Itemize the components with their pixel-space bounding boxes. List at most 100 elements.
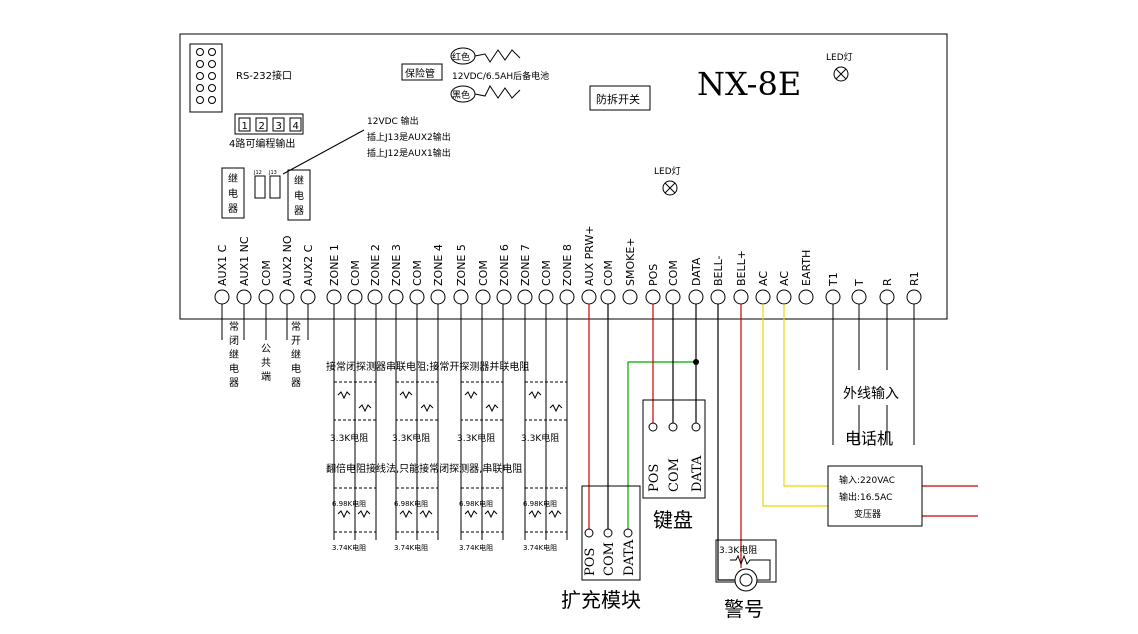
relay-note-char: 电 [291, 362, 301, 375]
phone-label: 电话机 [845, 429, 893, 448]
fuse-box [401, 63, 443, 81]
terminal-label: AUX PRW+ [583, 225, 596, 286]
zone-res-374k-label: 3.74K电阻 [332, 543, 366, 552]
terminal-screw[interactable] [581, 289, 597, 305]
terminal-screw[interactable] [710, 289, 726, 305]
led-top-icon [833, 66, 849, 82]
siren-resistor [730, 554, 771, 581]
keypad-pin-label: POS [647, 464, 662, 492]
relay-char: 器 [294, 205, 304, 217]
expansion-pin [603, 528, 613, 538]
relay-note-char: 公 [261, 344, 271, 355]
terminal-screw[interactable] [300, 289, 316, 305]
prog-output-number: 1 [242, 121, 248, 132]
resistor-symbol [420, 404, 434, 413]
wiring [588, 304, 978, 581]
led-top-label: LED灯 [826, 52, 853, 63]
note-line-1: 12VDC 输出 [367, 115, 419, 127]
terminal-screw[interactable] [475, 289, 491, 305]
siren-res-label: 3.3K电阻 [719, 544, 757, 556]
terminal-label: ZONE 7 [519, 244, 532, 286]
terminal-screw[interactable] [622, 289, 638, 305]
terminal-screw[interactable] [538, 289, 554, 305]
expansion-label: 扩充模块 [561, 588, 641, 612]
terminal-screw[interactable] [906, 289, 922, 305]
terminal-screw[interactable] [347, 289, 363, 305]
terminal-screw[interactable] [214, 289, 230, 305]
terminal-screw[interactable] [825, 289, 841, 305]
resistor-symbol [549, 404, 563, 413]
zone-res-698k-label: 6.98K电阻 [332, 499, 366, 508]
zone-res-698k-label: 6.98K电阻 [523, 499, 557, 508]
terminal-screw[interactable] [496, 289, 512, 305]
terminal-label: ZONE 3 [390, 244, 403, 286]
terminal-screw[interactable] [409, 289, 425, 305]
terminal-label: BELL- [712, 255, 725, 286]
terminal-screw[interactable] [688, 289, 704, 305]
zone-resistor-net-2 [333, 487, 377, 533]
terminal-label: T [853, 279, 866, 287]
terminal-screw[interactable] [517, 289, 533, 305]
note-line-3: 插上J12是AUX1输出 [367, 147, 451, 159]
terminal-screw[interactable] [798, 289, 814, 305]
red-lead-label: 红色 [452, 51, 470, 63]
keypad-box [642, 399, 706, 499]
zone-res-33k-label: 3.3K电阻 [392, 432, 430, 444]
siren-label: 警号 [724, 597, 764, 621]
resistor-symbol [358, 404, 372, 413]
rs232-pin [208, 48, 216, 56]
terminal-screw[interactable] [326, 289, 342, 305]
terminal-screw[interactable] [733, 289, 749, 305]
terminal-screw[interactable] [453, 289, 469, 305]
terminal-label: T1 [827, 272, 840, 287]
battery-label: 12VDC/6.5AH后备电池 [452, 70, 549, 82]
zone-res-33k-label: 3.3K电阻 [457, 432, 495, 444]
terminal-screw[interactable] [851, 289, 867, 305]
zone-note-line-2: 翻倍电阻接线法,只能接常闭探测器,串联电阻 [326, 462, 522, 475]
terminal-screw[interactable] [776, 289, 792, 305]
relay-1-box [221, 167, 245, 219]
terminal-screw[interactable] [645, 289, 661, 305]
expansion-pin-label: COM [602, 542, 617, 576]
expansion-pin-label: POS [583, 548, 598, 576]
relay-char: 器 [228, 203, 238, 215]
relay-char: 电 [228, 187, 238, 200]
terminal-screw[interactable] [430, 289, 446, 305]
terminal-label: ZONE 2 [369, 244, 382, 286]
prog-outputs-box [234, 113, 304, 135]
terminal-screw[interactable] [755, 289, 771, 305]
terminal-screw[interactable] [279, 289, 295, 305]
terminal-label: ZONE 6 [498, 244, 511, 286]
transformer-box [827, 465, 923, 527]
note-line-2: 插上J13是AUX2输出 [367, 131, 451, 143]
resistor-symbol [464, 391, 478, 400]
terminal-label: AC [757, 271, 770, 286]
terminal-label: COM [477, 260, 490, 286]
terminal-screw[interactable] [879, 289, 895, 305]
prog-output-number: 2 [259, 121, 265, 132]
terminal-screw[interactable] [236, 289, 252, 305]
terminal-label: AUX1 NC [238, 236, 251, 286]
zone-res-698k-label: 6.98K电阻 [459, 499, 493, 508]
terminal-screw[interactable] [367, 289, 383, 305]
relay-note-char: 开 [291, 336, 301, 347]
jumper-j12 [254, 175, 266, 199]
zone-resistor-net [395, 381, 439, 421]
keypad-pin [691, 422, 701, 432]
relay-note-char: 共 [261, 357, 271, 369]
rs232-pin [196, 48, 204, 56]
terminal-screw[interactable] [388, 289, 404, 305]
terminal-label: COM [349, 260, 362, 286]
keypad-pin [648, 422, 658, 432]
terminal-screw[interactable] [559, 289, 575, 305]
keypad-pin-label: DATA [690, 455, 705, 492]
prog-output-cell [289, 117, 302, 132]
expansion-pin [623, 528, 633, 538]
fuse-label: 保险管 [405, 67, 435, 80]
external-line-label: 外线输入 [843, 386, 899, 402]
note-leader [282, 129, 365, 175]
terminal-screw[interactable] [600, 289, 616, 305]
terminal-screw[interactable] [258, 289, 274, 305]
terminal-label: AUX2 C [302, 244, 315, 286]
terminal-screw[interactable] [665, 289, 681, 305]
